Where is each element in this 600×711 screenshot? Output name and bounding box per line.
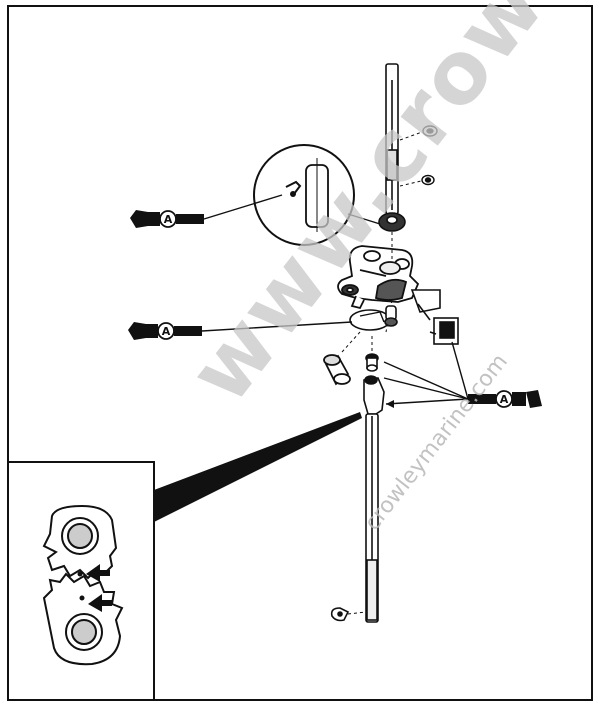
gear-housing: [337, 245, 420, 310]
retaining-clip: [330, 607, 350, 622]
lubricant-callout-label: A: [164, 213, 173, 226]
upper-small-nut: [422, 125, 438, 137]
lubricant-symbol-middle: A: [128, 322, 202, 340]
inset-pointer-wedge: [154, 412, 362, 522]
gasket-ring: [349, 309, 391, 331]
lubricant-symbol-top: A: [130, 210, 204, 228]
coupling-sleeve: [323, 354, 351, 386]
magnified-detail-circle: [253, 144, 355, 246]
lower-small-nut: [421, 174, 435, 186]
timing-mark-arrows: [77, 564, 112, 612]
lower-bushing: [365, 353, 379, 372]
upper-shaft: [385, 63, 399, 215]
lower-shaft: [363, 375, 385, 623]
drive-pin: [384, 305, 398, 327]
lower-gear: [42, 572, 124, 666]
switch-bracket: [410, 289, 459, 345]
lubricant-callout-label: A: [500, 393, 509, 406]
lubricant-symbol-right: A: [468, 390, 542, 408]
upper-gear: [42, 504, 118, 580]
shaft-bushing: [378, 212, 406, 232]
lubricant-callout-label: A: [162, 325, 171, 338]
diagram-frame: [7, 5, 593, 701]
